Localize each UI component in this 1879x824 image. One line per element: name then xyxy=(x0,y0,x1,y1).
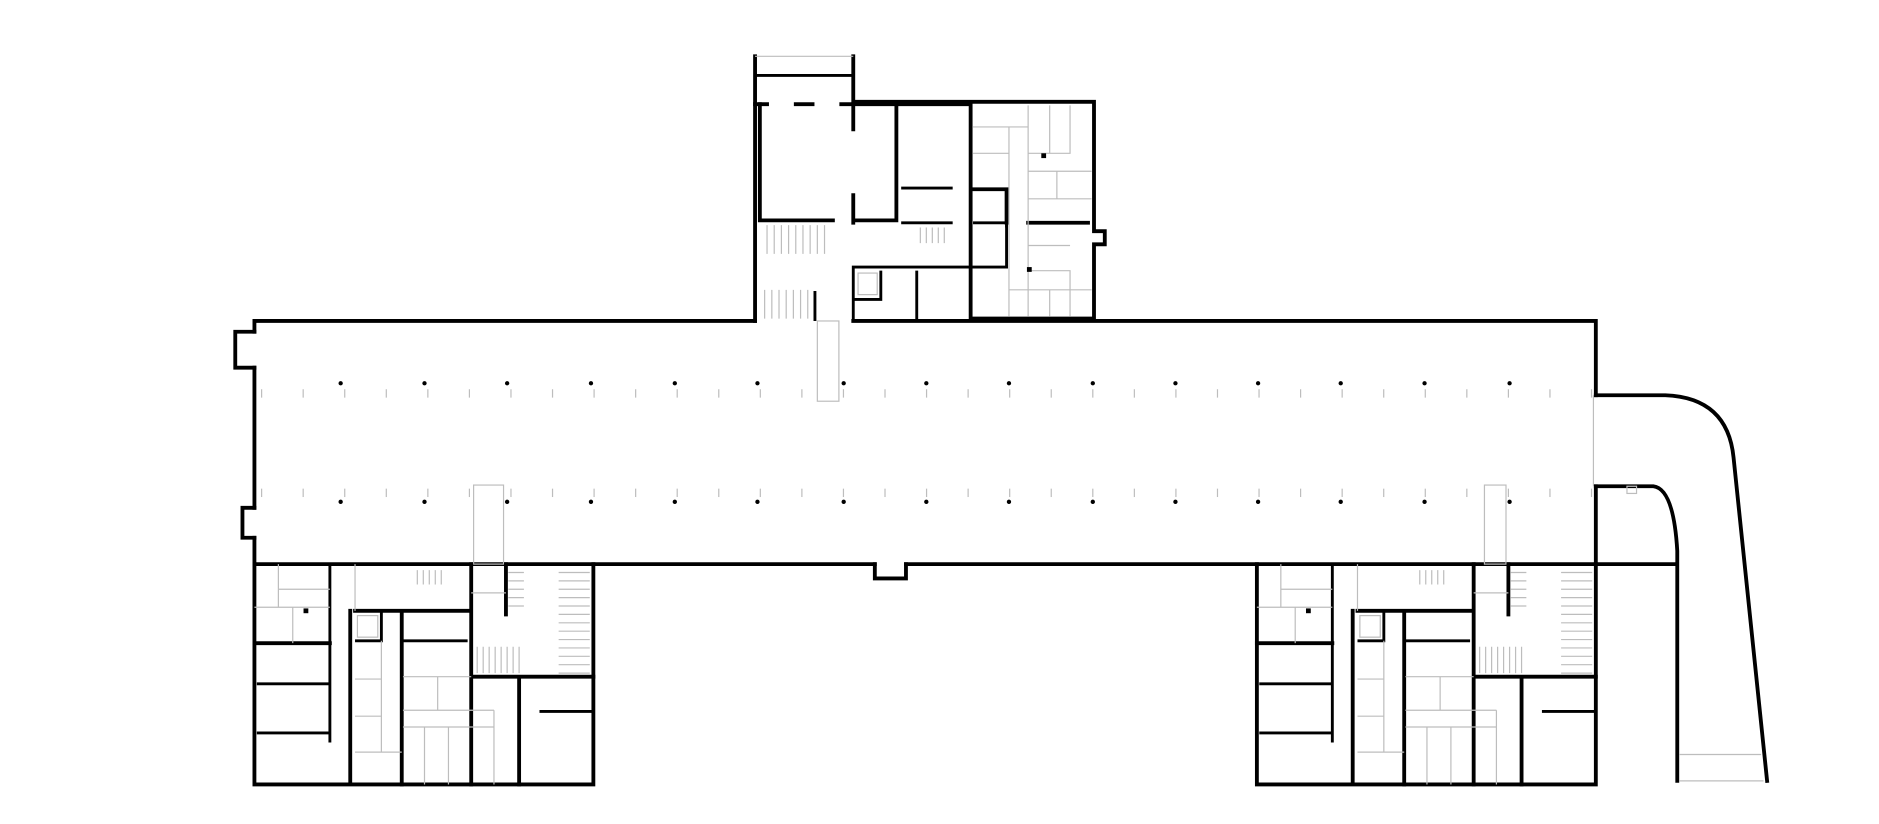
column xyxy=(1422,381,1427,386)
column-grid xyxy=(261,381,1593,504)
top-block xyxy=(753,54,1107,323)
column xyxy=(841,381,846,386)
column xyxy=(1255,499,1261,504)
column xyxy=(1507,381,1512,386)
column xyxy=(588,381,594,386)
column xyxy=(1090,381,1095,386)
column xyxy=(672,499,677,504)
column xyxy=(504,499,510,504)
column xyxy=(1090,499,1095,504)
corridor-link xyxy=(816,320,840,402)
stair-top xyxy=(764,225,945,319)
column xyxy=(588,499,594,504)
column xyxy=(1338,499,1343,504)
bottom-bump xyxy=(872,562,908,581)
column xyxy=(1255,381,1261,386)
column xyxy=(1173,499,1178,504)
column xyxy=(1006,381,1012,386)
bottom-left-wing xyxy=(252,562,596,787)
column xyxy=(338,499,343,504)
stair-link-right xyxy=(1483,484,1507,565)
column xyxy=(422,499,427,504)
ramp xyxy=(1593,393,1770,783)
column xyxy=(924,381,929,386)
column xyxy=(338,381,343,386)
left-bump-upper xyxy=(233,329,257,370)
main-hall xyxy=(233,319,1598,581)
column xyxy=(1006,499,1012,504)
column xyxy=(755,499,760,504)
column xyxy=(1422,499,1427,504)
column xyxy=(422,381,427,386)
column xyxy=(755,381,760,386)
column xyxy=(841,499,846,504)
column xyxy=(924,499,929,504)
left-bump-lower xyxy=(240,505,257,540)
bottom-right-wing xyxy=(1254,562,1598,787)
column xyxy=(672,381,677,386)
stair-link-left xyxy=(473,484,505,565)
column xyxy=(504,381,510,386)
column xyxy=(1173,381,1178,386)
column xyxy=(1507,499,1512,504)
column xyxy=(1338,381,1343,386)
